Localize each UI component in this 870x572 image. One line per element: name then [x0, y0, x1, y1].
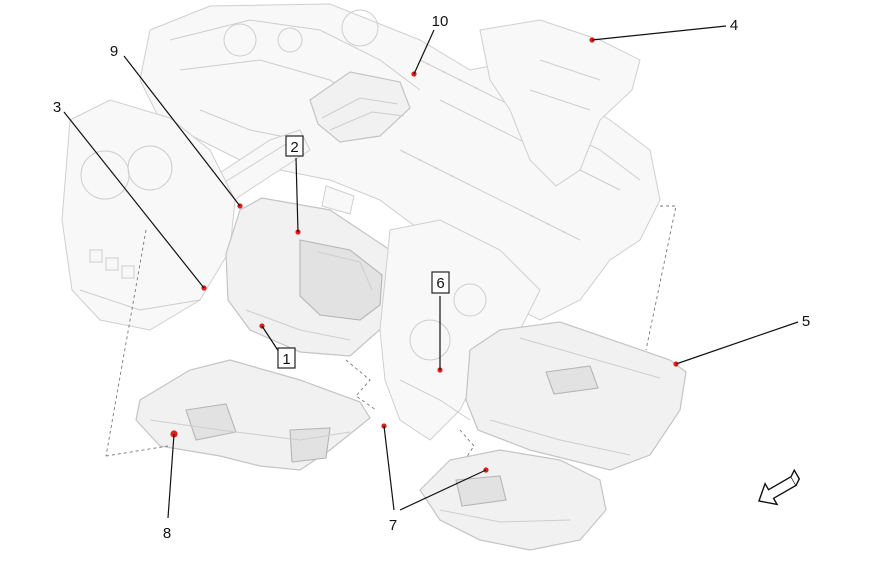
callout-10: 10 — [432, 13, 449, 30]
knee-bolster-panel — [225, 185, 401, 357]
callout-6-label: 6 — [436, 275, 444, 292]
leader-4 — [591, 25, 727, 41]
lower-closeout-panel-right — [419, 449, 607, 551]
callout-5: 5 — [802, 313, 810, 330]
leader-9 — [123, 55, 241, 207]
leader-8 — [167, 433, 175, 519]
callout-3: 3 — [53, 99, 61, 116]
callout-2: 2 — [285, 135, 304, 157]
callout-1: 1 — [277, 347, 296, 369]
steering-column-shroud — [309, 71, 411, 143]
forward-direction-arrow-icon — [758, 468, 801, 506]
callout-10-label: 10 — [432, 13, 449, 30]
leader-1 — [261, 325, 280, 353]
callout-9: 9 — [110, 43, 118, 60]
glove-box-door — [465, 321, 687, 471]
callout-4-label: 4 — [730, 17, 738, 34]
leader-2 — [295, 157, 299, 233]
callout-5-label: 5 — [802, 313, 810, 330]
callout-9-label: 9 — [110, 43, 118, 60]
callout-7-label: 7 — [389, 517, 397, 534]
callout-2-label: 2 — [290, 139, 298, 156]
leader-10 — [413, 29, 435, 75]
callout-7: 7 — [389, 517, 397, 534]
glove-box-compartment — [479, 19, 641, 187]
callout-8-label: 8 — [163, 525, 171, 542]
callout-6: 6 — [431, 271, 450, 294]
leader-lines — [63, 25, 799, 519]
lower-closeout-panel-left — [135, 359, 371, 471]
leader-7b — [399, 469, 487, 511]
callout-3-label: 3 — [53, 99, 61, 116]
callout-1-label: 1 — [282, 351, 290, 368]
callout-4: 4 — [730, 17, 738, 34]
leader-5 — [675, 321, 799, 365]
leader-7a — [383, 425, 395, 511]
callout-8: 8 — [163, 525, 171, 542]
leader-3 — [63, 111, 205, 289]
extension-lines — [105, 205, 677, 459]
